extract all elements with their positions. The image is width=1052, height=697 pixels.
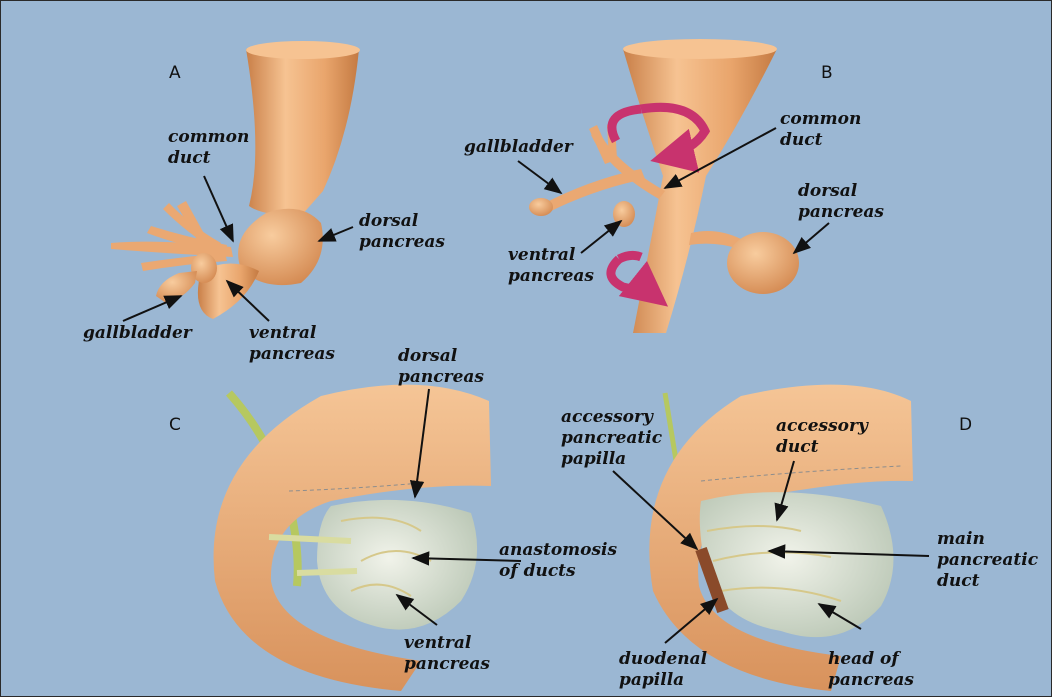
panel-b-drawing [529,39,799,333]
arrow-a-dorsal-pancreas [319,227,353,241]
panel-d-pancreas-head [700,492,894,637]
label-c-dorsal-pancreas: dorsal pancreas [398,346,484,388]
panel-c-letter: C [169,415,181,435]
label-a-ventral-pancreas: ventral pancreas [249,323,335,365]
label-a-dorsal-pancreas: dorsal pancreas [359,211,445,253]
panel-a-drawing [111,41,360,319]
label-b-gallbladder: gallbladder [464,137,573,158]
label-b-dorsal-pancreas: dorsal pancreas [798,181,884,223]
arrow-b-gallbladder [518,161,561,193]
label-d-accessory-duct: accessory duct [776,416,868,458]
panel-b-ventral-pancreas [613,201,635,227]
label-c-anastomosis: anastomosis of ducts [499,540,617,582]
label-c-ventral-pancreas: ventral pancreas [404,633,490,675]
label-d-accessory-papilla: accessory pancreatic papilla [561,407,662,470]
panel-a-letter: A [169,63,181,83]
panel-c-pancreas-head [317,500,477,630]
panel-b-letter: B [821,63,833,83]
panel-b-duodenum-top [623,39,777,59]
panel-b-dorsal-pancreas [727,232,799,294]
label-d-head-of-pancreas: head of pancreas [828,649,914,691]
label-d-main-duct: main pancreatic duct [937,529,1038,592]
panel-a-duodenum-top [246,41,360,59]
label-b-ventral-pancreas: ventral pancreas [508,245,594,287]
panel-d-letter: D [959,415,972,435]
panel-b-gallbladder [529,198,553,216]
panel-a-duodenum [246,44,359,216]
arrow-a-common-duct [204,176,233,241]
label-a-gallbladder: gallbladder [83,323,192,344]
label-b-common-duct: common duct [780,109,861,151]
arrow-b-dorsal-pancreas [794,223,829,253]
label-a-common-duct: common duct [168,127,249,169]
label-d-duodenal-papilla: duodenal papilla [619,649,707,691]
arrow-a-gallbladder [123,296,181,321]
